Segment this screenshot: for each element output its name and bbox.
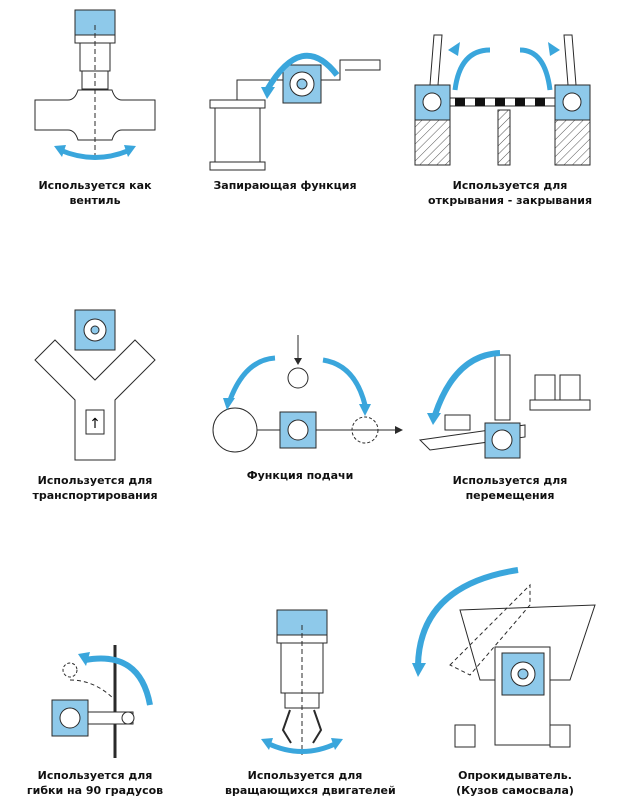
- moving-illustration: [415, 345, 605, 470]
- bending-arrow: [84, 655, 153, 706]
- bending-drawing: [51, 645, 153, 758]
- tipper-illustration: [410, 565, 600, 760]
- locking-illustration: [205, 35, 385, 175]
- gate-left-arrow: [452, 47, 491, 91]
- locking-cylinder: [214, 104, 261, 166]
- gate-left-post: [414, 114, 451, 166]
- gate-illustration: [410, 30, 600, 170]
- moving-arrow: [432, 350, 501, 416]
- transport-drawing: ↑: [34, 309, 156, 461]
- valve-drawing: [34, 9, 156, 160]
- gate-drawing: [414, 34, 591, 166]
- bending-illustration: [40, 640, 170, 760]
- transport-chute: [34, 339, 156, 461]
- caption-tipper: Опрокидыватель.(Кузов самосвала): [456, 769, 574, 797]
- valve-rotation-arrow: [59, 147, 131, 160]
- gate-right-arrow: [519, 47, 553, 91]
- motors-illustration: [255, 605, 355, 765]
- motors-rotation-arrow: [265, 740, 339, 754]
- locking-drawing: [209, 52, 381, 171]
- motors-drawing: [261, 609, 343, 755]
- tipper-drawing: [412, 567, 596, 748]
- transport-illustration: ↑: [20, 300, 170, 470]
- svg-text:↑: ↑: [89, 416, 101, 432]
- tipper-arrow: [415, 567, 519, 666]
- moving-drawing: [418, 350, 591, 459]
- feed-left-arrow: [227, 355, 276, 401]
- locking-arrow: [264, 52, 340, 92]
- valve-illustration: [30, 5, 160, 175]
- feed-right-arrow: [322, 357, 368, 406]
- caption-locking: Запирающая функция: [213, 179, 357, 192]
- tipper-body: [459, 604, 596, 681]
- feed-illustration: [205, 330, 405, 465]
- caption-feed: Функция подачи: [246, 469, 354, 482]
- feed-drawing: [212, 335, 403, 453]
